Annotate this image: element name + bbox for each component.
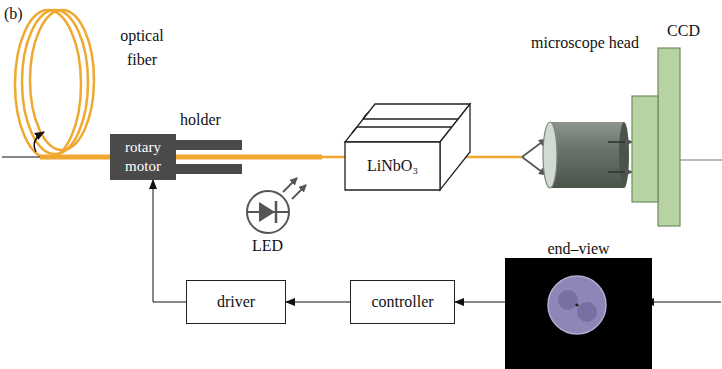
fiber-end-face (510, 258, 647, 369)
node-text: rotary motor (110, 138, 176, 176)
panel-letter: (b) (4, 2, 44, 26)
signal-connector (286, 302, 350, 303)
node-text: microscope head (528, 30, 642, 55)
driver-box: driver (186, 280, 286, 324)
microscope-head: microscope head (528, 30, 642, 120)
holder-bar (166, 164, 242, 174)
node-text: end–view (505, 238, 652, 260)
controller-box: controller (350, 280, 455, 324)
signal-arrow (645, 302, 721, 303)
fiber-coil (15, 10, 94, 158)
microscope-cylinder (543, 122, 629, 188)
image-panel (505, 258, 652, 369)
part-name: holder (180, 108, 240, 132)
image-ray (608, 141, 632, 143)
node-text: controller (371, 291, 433, 313)
part-name: optical fiber (108, 24, 176, 72)
optical-fiber (40, 155, 322, 160)
holder-bar (166, 140, 242, 150)
node-text: LiNbO₃ (367, 155, 418, 177)
node-text: driver (217, 291, 255, 313)
led-symbol (247, 178, 306, 233)
rotation-axis (2, 157, 40, 158)
signal-connector (455, 302, 505, 303)
crystal-label: LiNbO₃ (345, 142, 440, 190)
ccd-plates (632, 48, 722, 226)
motor-box: rotary motor (110, 134, 176, 180)
image-ray (608, 171, 632, 173)
crystal-block (345, 104, 470, 190)
signal-connector (153, 180, 186, 302)
ccd-camera: CCD (630, 20, 710, 48)
light-ray (522, 157, 546, 175)
rotation-arrow (34, 132, 44, 152)
node-text: CCD (630, 20, 700, 42)
end-view-image: end–view (505, 238, 652, 369)
part-name: LED (252, 234, 292, 258)
light-ray (522, 139, 546, 157)
